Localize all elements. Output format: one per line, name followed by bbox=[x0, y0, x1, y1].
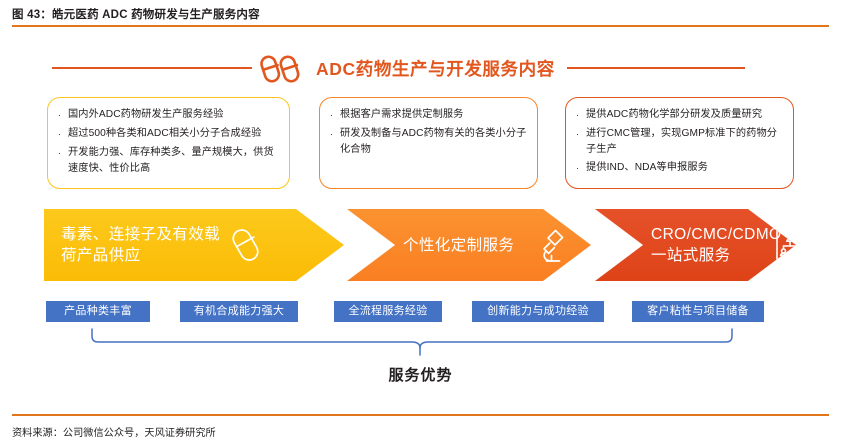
bullet-text: 超过500种各类和ADC相关小分子合成经验 bbox=[68, 128, 262, 139]
process-banner: 毒素、连接子及有效载 荷产品供应 个性化定制服务 bbox=[44, 209, 796, 281]
advantage-tag: 全流程服务经验 bbox=[334, 301, 442, 322]
bullet-text: 研发及制备与ADC药物有关的各类小分子化合物 bbox=[340, 128, 527, 155]
org-chart-icon bbox=[773, 225, 796, 265]
process-step-label: 毒素、连接子及有效载 荷产品供应 bbox=[61, 226, 221, 264]
bullet-dot-icon: · bbox=[58, 129, 61, 139]
bullet-dot-icon: · bbox=[576, 129, 579, 139]
bullet-dot-icon: · bbox=[58, 110, 61, 120]
bullet-dot-icon: · bbox=[576, 163, 579, 173]
main-heading: ADC药物生产与开发服务内容 bbox=[52, 50, 792, 86]
advantage-tag-group: 产品种类丰富 有机合成能力强大 全流程服务经验 创新能力与成功经验 客户粘性与项… bbox=[44, 301, 796, 322]
bullet-dot-icon: · bbox=[576, 110, 579, 120]
advantage-tag: 客户粘性与项目储备 bbox=[632, 301, 764, 322]
bullet-item: · 超过500种各类和ADC相关小分子合成经验 bbox=[58, 126, 279, 142]
bullet-text: 进行CMC管理，实现GMP标准下的药物分子生产 bbox=[586, 128, 778, 155]
bullet-item: · 提供IND、NDA等申报服务 bbox=[576, 160, 783, 176]
advantage-tag: 创新能力与成功经验 bbox=[472, 301, 604, 322]
advantage-tag: 产品种类丰富 bbox=[46, 301, 150, 322]
bullet-item: · 开发能力强、库存种类多、量产规模大，供货速度快、性价比高 bbox=[58, 145, 279, 176]
process-step-label: 个性化定制服务 bbox=[403, 236, 515, 254]
bullet-text: 开发能力强、库存种类多、量产规模大，供货速度快、性价比高 bbox=[68, 147, 274, 174]
heading-rule-left bbox=[52, 67, 252, 69]
info-box-products: · 国内外ADC药物研发生产服务经验 · 超过500种各类和ADC相关小分子合成… bbox=[47, 97, 290, 189]
summary-label: 服务优势 bbox=[388, 367, 453, 384]
bullet-item: · 提供ADC药物化学部分研发及质量研究 bbox=[576, 107, 783, 123]
microscope-icon bbox=[533, 225, 569, 265]
bullet-text: 提供IND、NDA等申报服务 bbox=[586, 162, 708, 173]
bullet-text: 根据客户需求提供定制服务 bbox=[340, 109, 464, 120]
figure-title: 图 43：皓元医药 ADC 药物研发与生产服务内容 bbox=[12, 9, 260, 21]
bullet-item: · 研发及制备与ADC药物有关的各类小分子化合物 bbox=[330, 126, 527, 157]
heading-text: ADC药物生产与开发服务内容 bbox=[316, 58, 555, 79]
info-box-cdmo: · 提供ADC药物化学部分研发及质量研究 · 进行CMC管理，实现GMP标准下的… bbox=[565, 97, 794, 189]
advantage-tag: 有机合成能力强大 bbox=[180, 301, 298, 322]
heading-rule-right bbox=[566, 67, 745, 69]
info-box-group: · 国内外ADC药物研发生产服务经验 · 超过500种各类和ADC相关小分子合成… bbox=[47, 97, 794, 189]
bullet-dot-icon: · bbox=[330, 129, 333, 139]
summary-brace bbox=[44, 327, 796, 357]
bullet-item: · 国内外ADC药物研发生产服务经验 bbox=[58, 107, 279, 123]
footer-divider bbox=[12, 414, 829, 416]
process-step-label: CRO/CMC/CDMO 一站式服务 bbox=[651, 226, 782, 264]
bullet-text: 国内外ADC药物研发生产服务经验 bbox=[68, 109, 224, 120]
capsules-icon bbox=[260, 52, 304, 84]
bullet-item: · 根据客户需求提供定制服务 bbox=[330, 107, 527, 123]
bullet-text: 提供ADC药物化学部分研发及质量研究 bbox=[586, 109, 763, 120]
bullet-dot-icon: · bbox=[330, 110, 333, 120]
capsule-icon bbox=[230, 225, 264, 265]
header-divider bbox=[12, 25, 829, 27]
bullet-item: · 进行CMC管理，实现GMP标准下的药物分子生产 bbox=[576, 126, 783, 157]
process-step-payload-supply: 毒素、连接子及有效载 荷产品供应 bbox=[44, 209, 344, 281]
source-note: 资料来源：公司微信公众号，天风证券研究所 bbox=[12, 428, 216, 439]
bullet-dot-icon: · bbox=[58, 148, 61, 158]
info-box-custom-service: · 根据客户需求提供定制服务 · 研发及制备与ADC药物有关的各类小分子化合物 bbox=[319, 97, 538, 189]
